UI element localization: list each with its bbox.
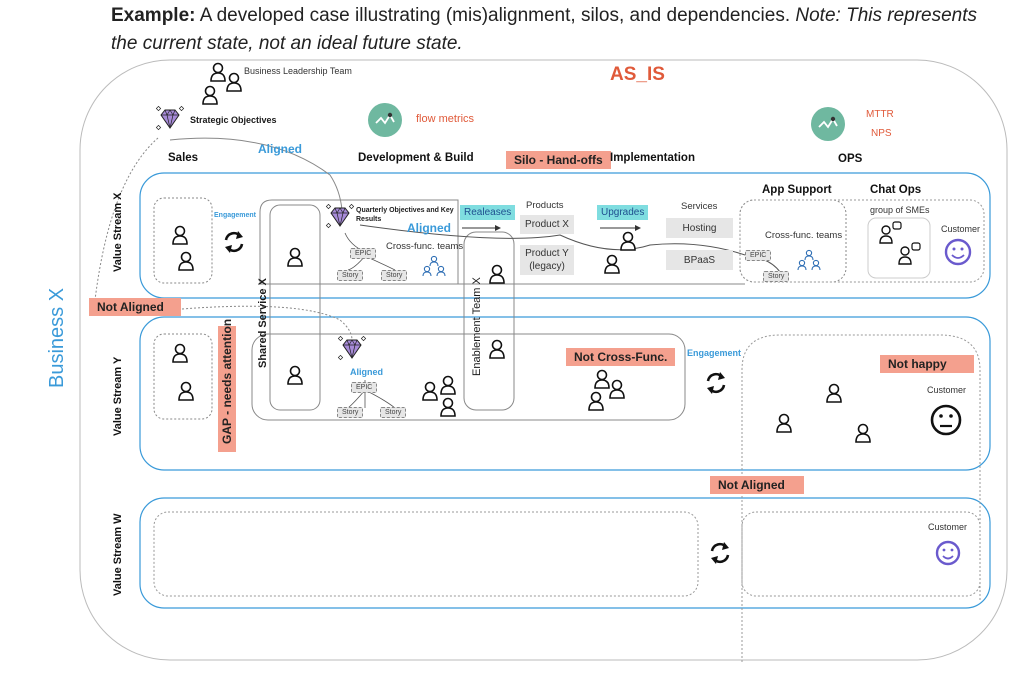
caption: Example: A developed case illustrating (… [111, 2, 1001, 58]
aligned-label: Aligned [258, 142, 302, 156]
product-box: Product X [520, 215, 574, 234]
not-happy-badge: Not happy [880, 355, 974, 373]
smiley-happy-icon [944, 238, 972, 266]
gem-icon [325, 203, 355, 229]
engagement-label: Engagement [687, 348, 742, 358]
nps-label: NPS [871, 128, 892, 139]
value-stream-y-band [139, 316, 991, 471]
silo-badge: Silo - Hand-offs [506, 151, 611, 169]
not-cross-func-badge: Not Cross-Func. [566, 348, 676, 366]
customer-label: Customer [928, 522, 968, 532]
business-label: Business X [46, 287, 68, 388]
aligned-label: Aligned [350, 367, 383, 377]
enablement-label: Enablement Team X [471, 277, 483, 376]
caption-body: A developed case illustrating (mis)align… [195, 5, 796, 26]
value-stream-y-label: Value Stream Y [112, 356, 124, 436]
service-box: Hosting [666, 218, 733, 238]
strategic-objectives-label: Strategic Objectives [190, 115, 277, 125]
flow-metrics-icon [367, 102, 403, 138]
column-app-support: App Support [762, 184, 832, 196]
value-stream-w-label: Value Stream W [112, 513, 124, 596]
mttr-label: MTTR [866, 109, 894, 120]
column-sales: Sales [168, 152, 199, 164]
smes-label: group of SMEs [870, 205, 930, 215]
aligned-label: Aligned [407, 221, 451, 235]
leadership-label: Business Leadership Team [244, 66, 352, 76]
gap-badge: GAP - needs attention [218, 319, 236, 452]
ops-metrics-icon [810, 106, 846, 142]
sync-icon [223, 229, 245, 255]
story-chip: Story [337, 407, 364, 418]
column-dev-build: Development & Build [358, 152, 474, 164]
value-stream-x-label: Value Stream X [112, 192, 124, 273]
not-aligned-badge: Not Aligned [89, 298, 181, 316]
smiley-happy-icon [935, 540, 961, 566]
product-box: Product Y (legacy) [520, 245, 574, 275]
services-heading: Services [681, 201, 718, 212]
upgrades-badge: Upgrades [597, 205, 649, 220]
column-chat-ops: Chat Ops [870, 184, 922, 196]
epic-chip: EPIC [350, 248, 377, 259]
gem-icon [155, 105, 185, 131]
value-stream-x-band [139, 172, 991, 299]
okr-label: Quarterly Objectives and Key Results [356, 207, 454, 223]
column-ops: OPS [838, 153, 863, 165]
shared-service-label: Shared Service X [257, 278, 269, 368]
customer-label: Customer [941, 224, 981, 234]
column-implementation: Implementation [610, 152, 695, 164]
sync-icon [705, 370, 727, 396]
value-stream-w-band [139, 497, 991, 609]
epic-chip: EPIC [351, 382, 378, 393]
smiley-neutral-icon [930, 404, 962, 436]
gem-icon [337, 335, 367, 361]
sme-chat-icon [879, 221, 921, 265]
service-box: BPaaS [666, 250, 733, 270]
products-heading: Products [526, 200, 564, 211]
sync-icon [709, 540, 731, 566]
story-chip: Story [763, 271, 790, 282]
caption-note: Note: This represents the current state,… [111, 5, 978, 54]
engagement-label: Engagement [214, 212, 257, 219]
epic-chip: EPIC [745, 250, 772, 261]
cross-func-label: Cross-func. teams [765, 230, 843, 241]
caption-prefix: Example: [111, 5, 196, 26]
releases-badge: Realeases [460, 205, 516, 220]
cross-func-label: Cross-func. teams [386, 241, 464, 252]
flow-metrics-label: flow metrics [416, 113, 475, 125]
not-aligned-badge: Not Aligned [710, 476, 804, 494]
customer-label: Customer [927, 385, 967, 395]
diagram-title: AS_IS [610, 64, 665, 85]
story-chip: Story [380, 407, 407, 418]
story-chip: Story [381, 270, 408, 281]
story-chip: Story [337, 270, 364, 281]
